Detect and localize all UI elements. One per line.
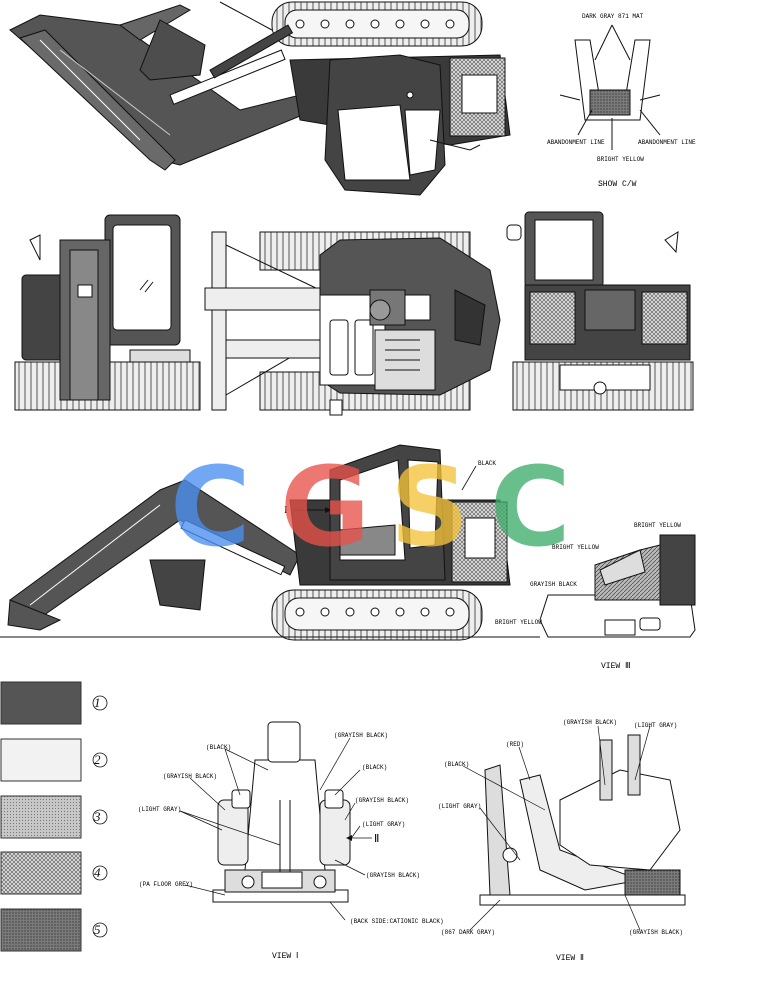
label-view-i-grayish-black-left: (GRAYISH BLACK) [163, 773, 217, 780]
label-view-ii-grayish-black-top: (GRAYISH BLACK) [563, 719, 617, 726]
label-dark-gray-mat: DARK GRAY 871 MAT [582, 13, 644, 20]
label-view-i-pa-floor: (PA FLOOR GREY) [139, 881, 193, 888]
plan-view [204, 231, 501, 416]
label-view-i-grayish-black-lower: (GRAYISH BLACK) [366, 872, 420, 879]
legend-number-5: 5 [94, 922, 101, 937]
label-view-i-grayish-black-right: (GRAYISH BLACK) [355, 797, 409, 804]
title-view-i: VIEW Ⅰ [272, 952, 298, 961]
label-view-i-black: (BLACK) [206, 744, 231, 751]
view-iii-drawing [539, 534, 696, 638]
label-abandonment-left: ABANDONMENT LINE [547, 139, 605, 146]
label-bright-yellow: BRIGHT YELLOW [597, 156, 644, 163]
legend-swatch-5 [0, 908, 82, 952]
label-grayish-black-iii: GRAYISH BLACK [530, 581, 577, 588]
label-view-ii-dark-gray: (867 DARK GRAY) [441, 929, 495, 936]
arrow-i-label: I [284, 504, 288, 516]
view-ii-drawing [479, 734, 686, 906]
legend-number-2: 2 [94, 752, 101, 767]
title-view-ii: VIEW Ⅱ [556, 954, 584, 963]
label-view-ii-light-gray: (LIGHT GRAY) [438, 803, 481, 810]
legend-swatch-3 [0, 795, 82, 839]
rear-view [506, 211, 694, 411]
label-view-ii-red: (RED) [506, 741, 524, 748]
legend-number-3: 3 [93, 809, 101, 824]
side-view [0, 444, 540, 641]
legend-number-1: 1 [94, 695, 101, 710]
label-view-i-light-gray-left: (LIGHT GRAY) [138, 806, 181, 813]
label-bright-yellow-2: BRIGHT YELLOW [552, 544, 599, 551]
title-show-cw: SHOW C/W [598, 180, 637, 189]
label-view-ii-black: (BLACK) [444, 761, 469, 768]
legend [0, 681, 82, 952]
legend-number-4: 4 [94, 865, 101, 880]
legend-swatch-1 [0, 681, 82, 725]
front-view [14, 214, 201, 411]
label-view-i-grayish-black-top: (GRAYISH BLACK) [334, 732, 388, 739]
label-view-ii-light-gray-top: (LIGHT GRAY) [634, 722, 677, 729]
label-bright-yellow-3: BRIGHT YELLOW [495, 619, 542, 626]
label-view-i-black-right: (BLACK) [362, 764, 387, 771]
top-side-view [9, 1, 511, 196]
mat-detail [559, 24, 661, 150]
label-view-i-light-gray-right: (LIGHT GRAY) [362, 821, 405, 828]
label-black-side: BLACK [478, 460, 496, 467]
legend-swatch-2 [0, 738, 82, 782]
legend-swatch-4 [0, 851, 82, 895]
title-view-iii: VIEW Ⅲ [601, 662, 631, 671]
arrow-ii-label: Ⅱ [374, 833, 379, 845]
label-view-i-base: (BACK SIDE:CATIONIC BLACK) [350, 918, 444, 925]
label-view-ii-grayish-black-bottom: (GRAYISH BLACK) [629, 929, 683, 936]
label-abandonment-right: ABANDONMENT LINE [638, 139, 696, 146]
view-i-drawing [212, 721, 351, 903]
label-bright-yellow-1: BRIGHT YELLOW [634, 522, 681, 529]
